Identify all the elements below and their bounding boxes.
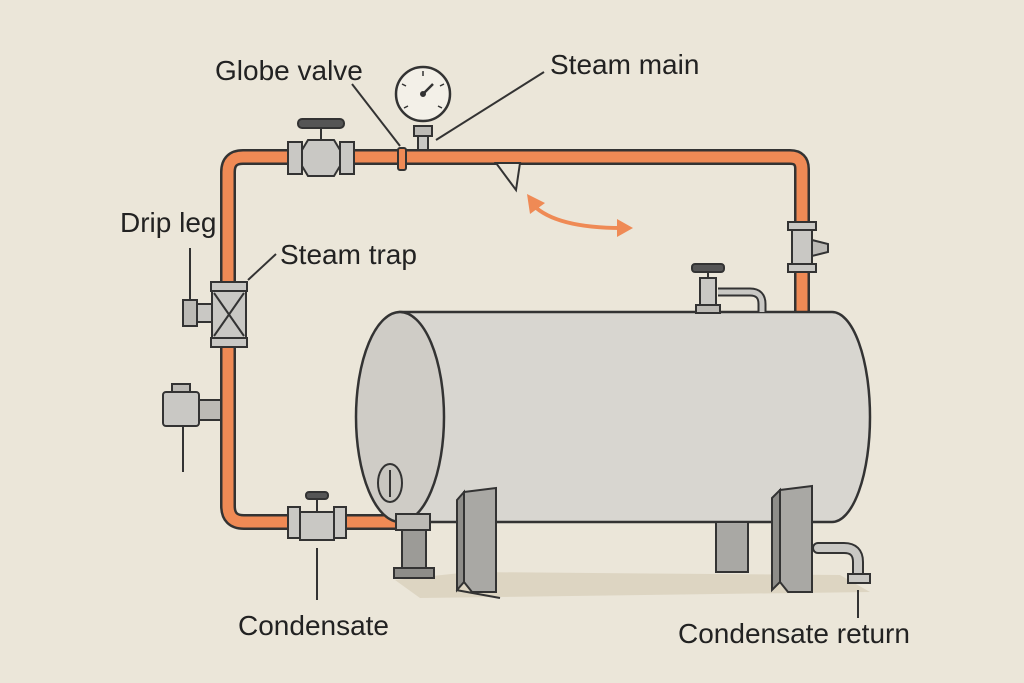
label-steam-main: Steam main	[550, 49, 699, 80]
riser-valve	[787, 221, 829, 273]
ground-shadow	[395, 572, 870, 598]
label-steam-trap: Steam trap	[280, 239, 417, 270]
side-trap-device	[162, 383, 222, 472]
leader-lines	[247, 71, 859, 618]
tank-vent-valve	[691, 263, 767, 314]
condensate-return-pipe	[812, 542, 871, 584]
pipe-notch	[494, 162, 522, 193]
pressure-gauge-icon	[394, 65, 452, 151]
storage-tank	[354, 310, 872, 524]
label-condensate-return: Condensate return	[678, 618, 910, 649]
label-globe-valve: Globe valve	[215, 55, 363, 86]
pipe-coupling	[397, 147, 407, 171]
tank-outlet-left	[393, 513, 435, 579]
condensate-valve	[287, 491, 347, 541]
steam-trap-icon	[210, 281, 248, 348]
label-condensate: Condensate	[238, 610, 389, 641]
pipe-loop	[220, 149, 810, 530]
tank-legs	[455, 484, 813, 599]
drip-leg-fitting	[182, 248, 213, 327]
globe-valve-icon	[287, 118, 355, 177]
label-drip-leg: Drip leg	[120, 207, 216, 238]
flow-arrow-icon	[527, 194, 633, 237]
